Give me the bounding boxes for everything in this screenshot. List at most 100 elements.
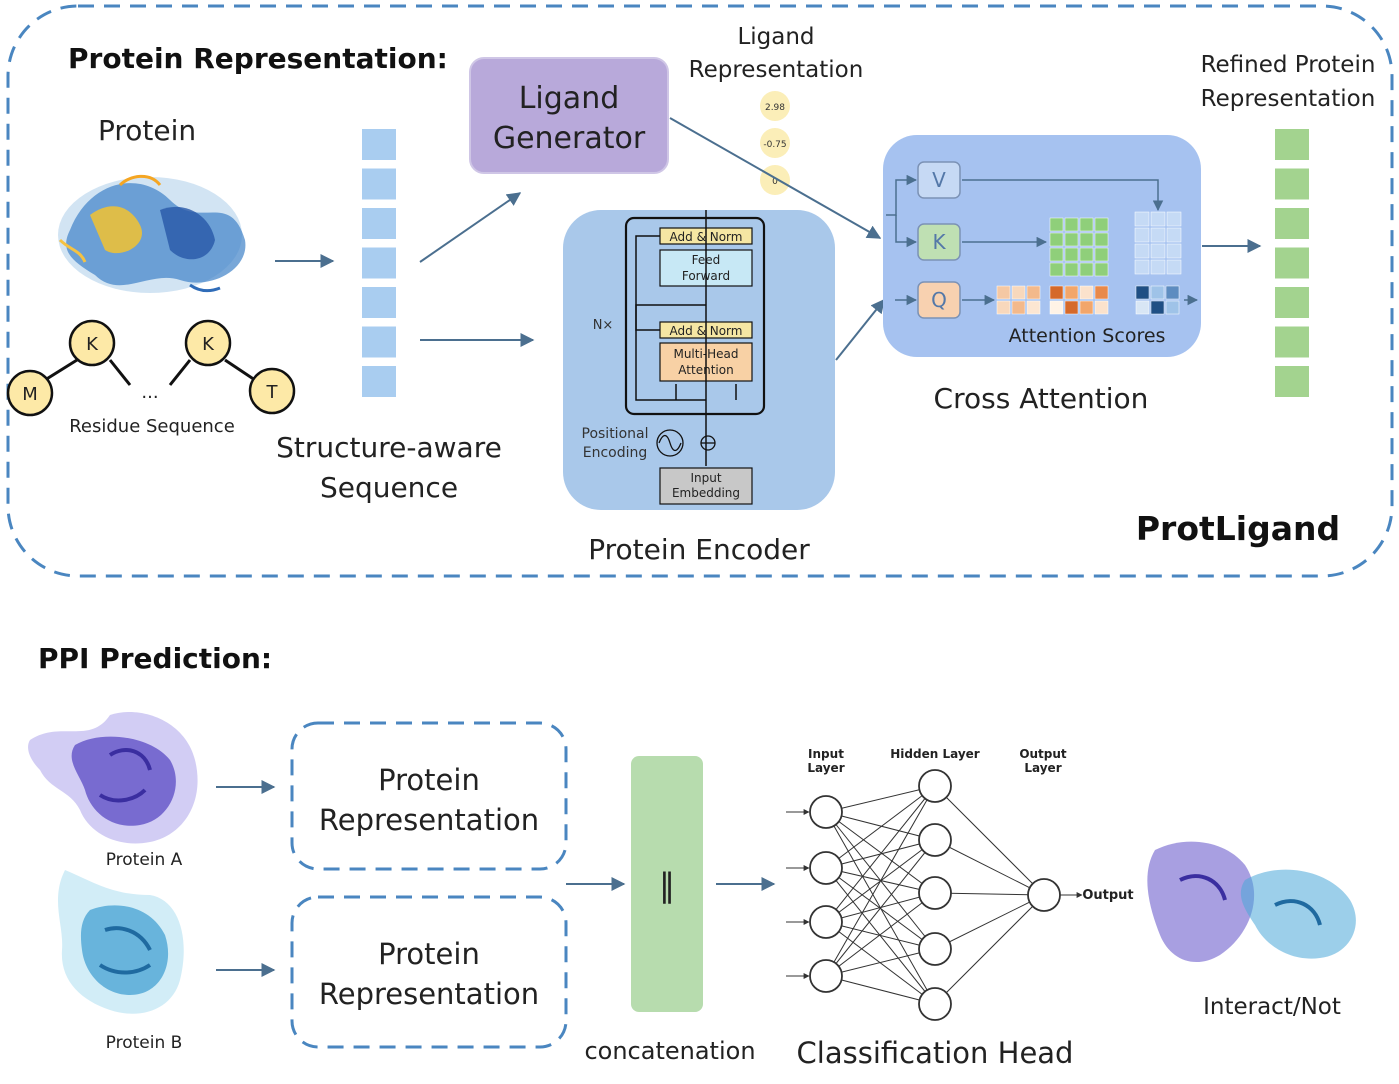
output-matrix-cell xyxy=(1135,300,1150,315)
value-matrix-cell xyxy=(1134,227,1150,243)
protein-encoder-label: Protein Encoder xyxy=(588,533,810,566)
sequence-block xyxy=(362,247,396,279)
protein-representation-box-b xyxy=(290,895,568,1049)
refined-representation-line2: Representation xyxy=(1201,86,1376,112)
ligand-representation-line1: Ligand xyxy=(737,24,814,50)
key-matrix-cell xyxy=(1064,217,1079,232)
output-matrix-cell xyxy=(1150,285,1165,300)
key-matrix-cell xyxy=(1049,217,1064,232)
input-layer-line2: Layer xyxy=(807,761,844,775)
nn-connection xyxy=(825,785,936,977)
k-label: K xyxy=(932,230,946,254)
residue-node xyxy=(68,319,116,367)
cross-attention-label: Cross Attention xyxy=(934,382,1149,415)
value-matrix-cell xyxy=(1134,243,1150,259)
value-matrix-cell xyxy=(1134,211,1150,227)
q-label: Q xyxy=(931,288,947,312)
output-matrix-cell xyxy=(1165,300,1180,315)
key-matrix-cell xyxy=(1049,247,1064,262)
refined-block xyxy=(1275,247,1309,279)
key-matrix-cell xyxy=(1094,247,1109,262)
protligand-brand: ProtLigand xyxy=(1136,509,1340,548)
protein-complex-icon xyxy=(1147,841,1356,963)
input-embedding-box xyxy=(659,467,753,505)
value-matrix-cell xyxy=(1166,243,1182,259)
nn-connection xyxy=(825,921,936,951)
nn-node xyxy=(809,851,843,885)
residue-letter: K xyxy=(86,334,99,355)
ligand-generator-box xyxy=(469,57,669,174)
refined-representation-column xyxy=(1275,129,1309,397)
transformer-encoder-block: Add & Norm Feed Forward Add & Norm Multi… xyxy=(582,210,766,505)
structure-aware-label-line1: Structure-aware xyxy=(276,431,502,464)
query-matrix-cell xyxy=(1011,285,1026,300)
score-matrix-cell xyxy=(1064,300,1079,315)
nn-connection xyxy=(825,785,936,923)
score-matrix-cell xyxy=(1094,285,1109,300)
nn-connection xyxy=(825,839,936,977)
output-matrix-cell xyxy=(1165,285,1180,300)
input-layer-line1: Input xyxy=(808,747,844,761)
ligand-generator-line1: Ligand xyxy=(519,81,620,116)
nn-node xyxy=(918,932,952,966)
score-matrix-cell xyxy=(1079,300,1094,315)
concatenation-label: concatenation xyxy=(584,1037,755,1065)
nn-connection xyxy=(934,839,1045,896)
input-embedding-line2: Embedding xyxy=(672,486,740,500)
positional-encoding-line2: Encoding xyxy=(583,445,648,461)
structure-aware-label-line2: Sequence xyxy=(320,471,458,504)
concatenation-bar xyxy=(631,756,703,1012)
arrow-encoder-to-cross-attention xyxy=(835,298,885,361)
value-matrix-cell xyxy=(1150,227,1166,243)
refined-block xyxy=(1275,326,1309,358)
key-matrix-cell xyxy=(1064,262,1079,277)
ligand-value-circle xyxy=(760,128,790,158)
nn-node xyxy=(809,905,843,939)
attention-scores-label: Attention Scores xyxy=(1009,325,1166,347)
ligand-value: 2.98 xyxy=(765,103,785,113)
residue-node xyxy=(248,367,296,415)
protein-representation-title: Protein Representation: xyxy=(68,42,448,75)
key-matrix-cell xyxy=(1094,217,1109,232)
classification-network xyxy=(786,769,1083,1021)
query-matrix-cell xyxy=(996,300,1011,315)
output-matrix-cell xyxy=(1150,300,1165,315)
nn-connection xyxy=(825,947,936,977)
key-matrix-cell xyxy=(1064,232,1079,247)
nn-node xyxy=(918,876,952,910)
key-matrix-cell xyxy=(1049,262,1064,277)
sequence-block xyxy=(362,208,396,239)
key-matrix-cell xyxy=(1079,217,1094,232)
score-matrix-cell xyxy=(1064,285,1079,300)
nn-connection xyxy=(934,894,1045,950)
v-box xyxy=(917,161,961,199)
ligand-generator-line2: Generator xyxy=(493,121,646,156)
sequence-block xyxy=(362,168,396,200)
nn-node xyxy=(918,987,952,1021)
nn-connection xyxy=(825,784,936,813)
input-embedding-line1: Input xyxy=(690,471,721,485)
nn-connection xyxy=(934,785,1045,896)
q-box xyxy=(917,281,961,319)
key-matrix-cell xyxy=(1064,247,1079,262)
nn-node xyxy=(809,795,843,829)
v-label: V xyxy=(932,168,946,192)
output-layer-line2: Layer xyxy=(1024,761,1061,775)
score-matrix-cell xyxy=(1094,300,1109,315)
residue-node xyxy=(184,319,232,367)
hidden-layer-label: Hidden Layer xyxy=(890,747,980,761)
nn-node xyxy=(809,959,843,993)
nx-label: N× xyxy=(593,318,614,333)
arrow-sequence-to-ligand-generator xyxy=(419,192,522,263)
residue-letter: M xyxy=(22,384,38,405)
nn-connection xyxy=(825,975,936,1006)
residue-sequence-graph: M K K T ... xyxy=(6,319,296,417)
protein-representation-box-a xyxy=(290,721,568,871)
nn-node xyxy=(918,823,952,857)
protein-structure-icon xyxy=(58,174,246,293)
key-matrix-cell xyxy=(1079,247,1094,262)
key-matrix-cell xyxy=(1079,232,1094,247)
score-matrix-cell xyxy=(1049,285,1064,300)
